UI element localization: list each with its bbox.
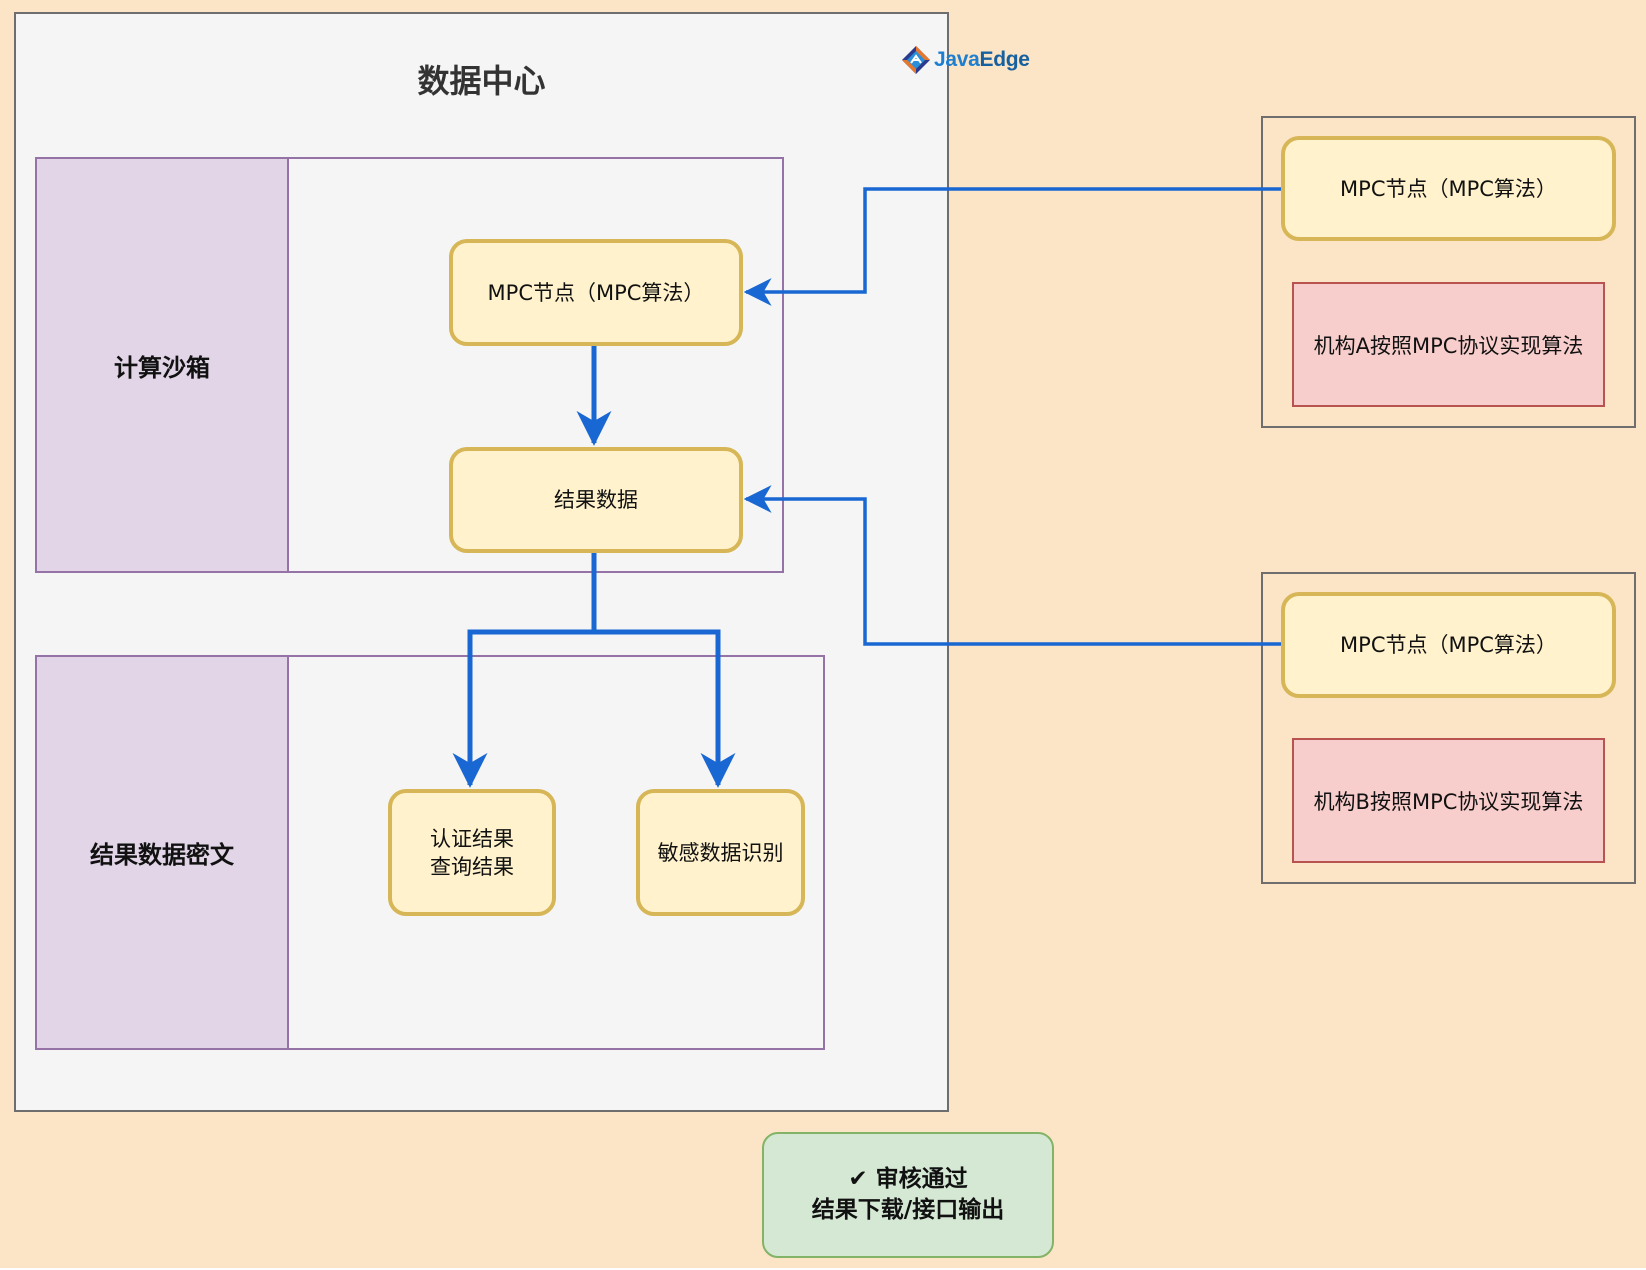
- approval-line2: 结果下载/接口输出: [811, 1197, 1005, 1223]
- approval-output-node[interactable]: ✔ 审核通过 结果下载/接口输出: [762, 1132, 1054, 1258]
- javaedge-logo: JavaEdge: [900, 44, 1030, 76]
- institution-b-implementation[interactable]: 机构B按照MPC协议实现算法: [1292, 738, 1605, 863]
- result-ciphertext-label: 结果数据密文: [37, 657, 289, 1048]
- institution-a-implementation[interactable]: 机构A按照MPC协议实现算法: [1292, 282, 1605, 407]
- check-icon: ✔: [848, 1166, 868, 1192]
- compute-sandbox-label: 计算沙箱: [37, 159, 289, 571]
- result-data-node[interactable]: 结果数据: [449, 447, 743, 553]
- institution-a-mpc-node[interactable]: MPC节点（MPC算法）: [1281, 136, 1616, 241]
- approval-line1: ✔ 审核通过: [848, 1166, 968, 1192]
- javaedge-logo-icon: [902, 46, 930, 74]
- bottom-edge: [0, 1268, 1646, 1270]
- auth-result-line1: 认证结果: [430, 826, 514, 851]
- institution-b-mpc-node[interactable]: MPC节点（MPC算法）: [1281, 592, 1616, 698]
- javaedge-logo-text: JavaEdge: [934, 48, 1030, 71]
- data-center-title: 数据中心: [417, 62, 546, 100]
- sandbox-mpc-node[interactable]: MPC节点（MPC算法）: [449, 239, 743, 346]
- auth-result-line2: 查询结果: [430, 854, 514, 879]
- auth-result-node[interactable]: 认证结果 查询结果: [388, 789, 556, 916]
- sensitive-data-node[interactable]: 敏感数据识别: [636, 789, 805, 916]
